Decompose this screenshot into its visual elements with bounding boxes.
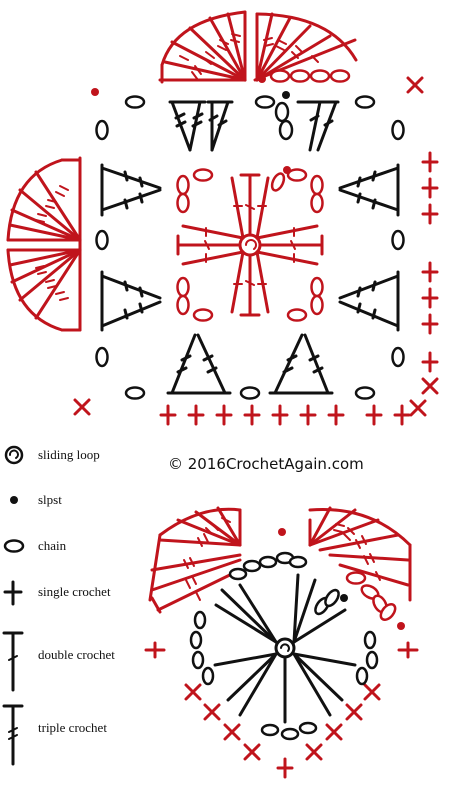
left-upper-cluster: [100, 163, 162, 217]
right-upper-cluster: [338, 163, 400, 217]
legend: [2, 445, 25, 766]
copyright-notice: © 2016CrochetAgain.com: [168, 455, 364, 473]
sliding-loop-icon: [4, 445, 24, 465]
heart-outer: [144, 506, 419, 779]
right-lower-cluster: [338, 270, 400, 332]
legend-label-single-crochet: single crochet: [38, 584, 111, 599]
legend-label-triple-crochet: triple crochet: [38, 720, 107, 735]
bottom-right-cluster: [268, 333, 334, 395]
top-fan: [91, 10, 358, 96]
legend-label-double-crochet: double crochet: [38, 647, 115, 662]
right-border: [406, 76, 439, 417]
chain-icon: [3, 539, 25, 553]
bottom-border: [73, 398, 411, 426]
slip-stitch-icon: [10, 496, 18, 504]
left-lower-cluster: [100, 270, 162, 332]
legend-label-slpst: slpst: [38, 492, 62, 507]
legend-label-sliding-loop: sliding loop: [38, 447, 100, 462]
legend-label-chain: chain: [38, 538, 67, 553]
left-fan: [6, 156, 82, 332]
square-round-two: [95, 91, 405, 400]
bottom-left-cluster: [166, 333, 232, 395]
single-crochet-icon: [3, 580, 23, 606]
top-right-cluster: [296, 100, 340, 152]
double-crochet-icon: [2, 631, 24, 692]
top-left-cluster: [168, 100, 234, 152]
triple-crochet-icon: [2, 704, 24, 766]
square-round-one: [176, 166, 324, 322]
heart-inner: [189, 551, 379, 741]
